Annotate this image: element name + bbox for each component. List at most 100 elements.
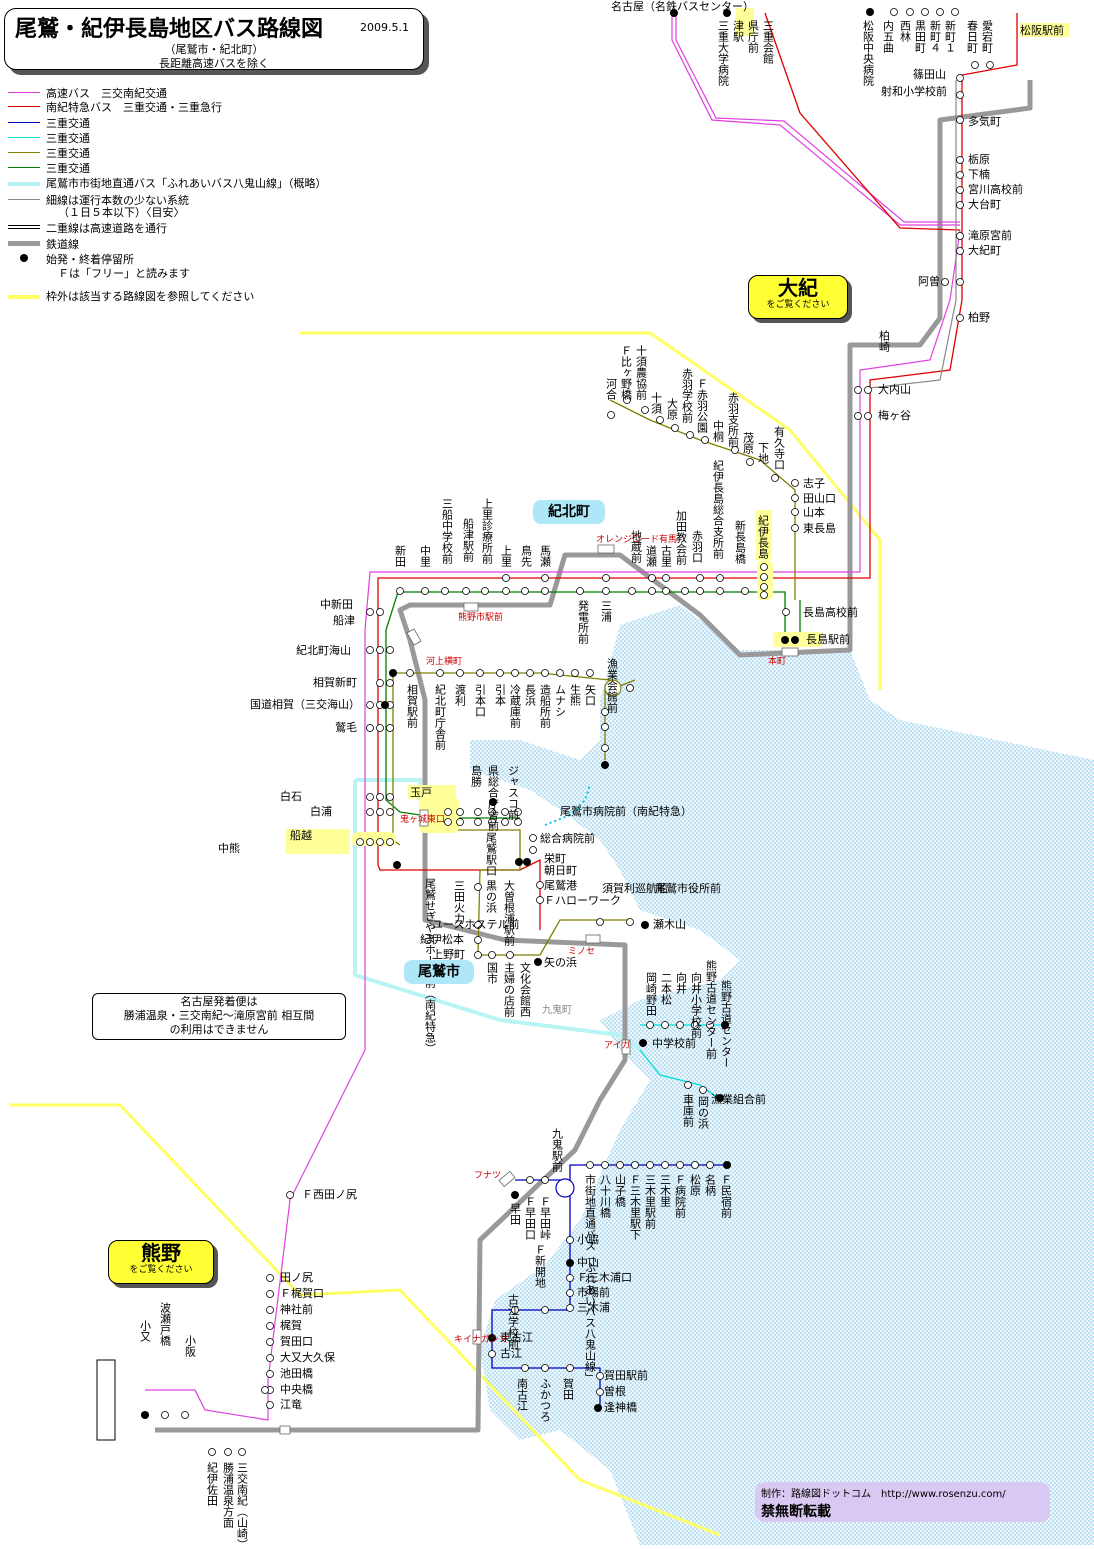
katsuura-box — [96, 1359, 116, 1441]
stop-label: ジャスコ前 — [507, 765, 520, 821]
stop-label: 瀬木山 — [653, 917, 686, 931]
stop-label: 三木里駅前 — [644, 1174, 657, 1230]
stop-label: 漁業組合前 — [711, 1092, 766, 1106]
stop-label: 相賀駅前 — [406, 684, 419, 729]
stop-label: 古江 — [500, 1347, 522, 1360]
oki-callout[interactable]: 大紀 をご覧ください — [748, 275, 848, 319]
stop-label: 賀田駅前 — [604, 1368, 648, 1382]
stop-label: 国道相賀（三交海山） — [250, 697, 360, 711]
legend-swatch — [8, 182, 40, 186]
stop-label: 柏野 — [968, 310, 990, 324]
nagoya-note: 名古屋発着便は 勝浦温泉・三交南紀～滝原宮前 相互間 の利用はできません — [92, 993, 346, 1040]
stop-label: 朝日町 — [544, 864, 577, 877]
stop-label: 逢神橋 — [604, 1400, 637, 1414]
stop-label: Ｆ西田ノ尻 — [302, 1188, 357, 1201]
stop-label: 小脇 — [577, 1233, 599, 1246]
stop-label: 梅ヶ谷 — [878, 408, 911, 422]
stop-label: 尾鷲市役所前 — [655, 881, 721, 895]
kihoku-area-label: 紀北町 — [533, 500, 605, 524]
stop-label: 総合病院前 — [540, 831, 595, 845]
stop-label: 長島高校前 — [803, 605, 858, 619]
legend-swatch — [8, 295, 40, 299]
stop-label: 九鬼駅前 — [551, 1128, 564, 1173]
stop-label: 長島駅前 — [806, 632, 850, 646]
stop-label: 三田火力 — [453, 880, 466, 924]
stop-label: 相賀新町 — [313, 675, 357, 689]
legend-swatch — [8, 241, 40, 246]
stop-label: 県総合庁舎前 — [487, 765, 500, 832]
stop-label: 加田教会前 — [675, 510, 688, 566]
stop-label: 矢口 — [584, 683, 597, 706]
stop-label: 松原 — [689, 1173, 702, 1196]
stop-label: 玉戸 — [410, 786, 432, 799]
stop-label: 紀北町海山 — [296, 643, 351, 657]
stop-label: 中山 — [577, 1256, 599, 1269]
rail-stations — [279, 544, 799, 1435]
stop-label: 赤羽口 — [691, 530, 704, 563]
stop-label: 西林 — [899, 20, 912, 42]
stop-label: 岡崎野田 — [645, 972, 658, 1016]
stop-label: 山子橋 — [614, 1174, 627, 1208]
rail-station-name: キイナガシマ — [454, 1334, 508, 1345]
stop-label: ユースホステル前 — [432, 917, 519, 931]
stop-label: ふかつろ — [539, 1378, 552, 1423]
stop-label: 道瀬 — [645, 544, 658, 568]
rail-station-name: フナツ — [474, 1170, 501, 1181]
stop-label: 大紀町 — [968, 243, 1001, 257]
stop-label: Ｆ早田峠 — [539, 1196, 552, 1241]
stop-label: 渡利 — [454, 683, 467, 706]
rail-station-name: ミノセ — [568, 946, 595, 957]
legend-swatch — [8, 167, 40, 168]
stop-markers — [161, 8, 994, 1456]
stop-label: 船越 — [290, 828, 312, 842]
stop-label: 古里 — [660, 545, 673, 567]
stop-label: 紀伊長島総合支所前 — [712, 460, 725, 560]
stop-label: 十須農協前 — [635, 344, 648, 401]
stop-label: Ｆ新開地 — [534, 1244, 547, 1288]
legend-swatch — [20, 254, 28, 262]
stop-label: 大原 — [666, 397, 679, 420]
legend-label: 細線は運行本数の少ない系統 — [46, 194, 189, 207]
legend-label: Ｆは「フリー」と読みます — [58, 267, 190, 280]
stop-label: 田山口 — [803, 492, 836, 505]
stop-label: 愛宕町 — [981, 20, 994, 53]
legend-label: （１日５本以下）〈目安〉 — [58, 206, 185, 219]
stop-label: ムナシ — [554, 684, 567, 717]
stop-label: 新田 — [394, 544, 407, 567]
stop-label: 春日町 — [966, 20, 979, 53]
stop-label: 南古江 — [516, 1378, 529, 1411]
stop-label: 有久寺口 — [773, 425, 786, 470]
stop-label: Ｆ三木浦口 — [577, 1271, 632, 1284]
stop-label: 赤羽学校前 — [681, 368, 694, 424]
oki-callout-title: 大紀 — [778, 276, 818, 300]
stop-label: 大又大久保 — [280, 1350, 335, 1364]
stop-label: 中新田 — [320, 597, 353, 611]
stop-label: 八十川橋 — [599, 1174, 612, 1219]
stop-label: Ｆ梶賀口 — [280, 1286, 324, 1300]
credit-line: 制作：路線図ドットコム http://www.rosenzu.com/ — [761, 1489, 1006, 1500]
stop-label: 中里 — [419, 545, 432, 567]
stop-label: Ｆ赤羽公園 — [696, 378, 709, 434]
note-line: 勝浦温泉・三交南紀～滝原宮前 相互間 — [123, 1009, 315, 1022]
stop-label: 鳥先 — [520, 544, 533, 568]
legend-label: 尾鷲市市街地直通バス「ふれあいバス八鬼山線」（概略） — [46, 177, 327, 190]
horizontal-stop-labels: 名古屋（名鉄バスセンター） 松阪駅前 篠田山 射和小学校前 多気町 栃原 下楠 … — [218, 0, 1064, 1414]
stop-label: 上里診療所前 — [481, 498, 494, 565]
kumano-callout[interactable]: 熊野 をご覧ください — [108, 1240, 214, 1284]
stop-label: 上野町 — [432, 948, 465, 961]
miki-junction — [555, 1178, 575, 1198]
legend-swatch — [8, 137, 40, 138]
stop-label: 黒の浜 — [485, 880, 498, 914]
stop-label: 滝原宮前 — [968, 228, 1012, 242]
legend-label: 枠外は該当する路線図を参照してください — [46, 290, 255, 303]
stop-label: 阿曽 — [918, 274, 940, 288]
stop-label: 漁業会館前 — [606, 657, 619, 714]
legend-swatch — [8, 199, 40, 200]
stop-label: 中桐 — [712, 420, 725, 442]
stop-label: 市街地直通バス「ふれあいバス八鬼山線」 — [584, 1173, 597, 1383]
stop-label: 白浦 — [310, 804, 332, 818]
stop-label: 栄町 — [544, 851, 566, 865]
stop-label: 多気町 — [968, 114, 1001, 128]
legend-label: 南紀特急バス 三重交通・三重急行 — [46, 101, 222, 114]
rail-station-name: 本町 — [768, 655, 786, 667]
